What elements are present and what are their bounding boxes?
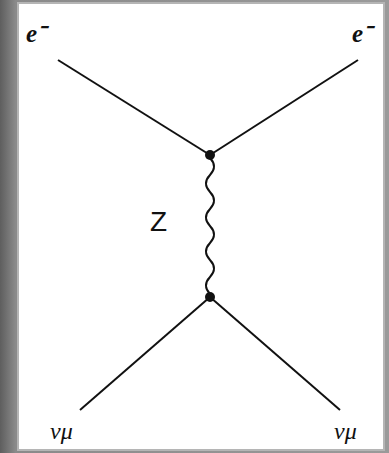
- electron-line: [210, 60, 358, 155]
- neutrino-line: [210, 297, 340, 410]
- vertex-dot: [205, 150, 215, 160]
- particle-label: e⁻: [352, 20, 371, 48]
- particle-label: νμ: [334, 418, 357, 444]
- vertex-dot: [205, 292, 215, 302]
- neutrino-line: [80, 297, 210, 410]
- electron-line: [58, 60, 210, 155]
- z-boson-propagator: [206, 158, 214, 294]
- particle-label: e⁻: [26, 20, 45, 48]
- boson-label: Z: [150, 207, 167, 238]
- white-panel: [18, 3, 384, 450]
- particle-label: νμ: [50, 418, 73, 444]
